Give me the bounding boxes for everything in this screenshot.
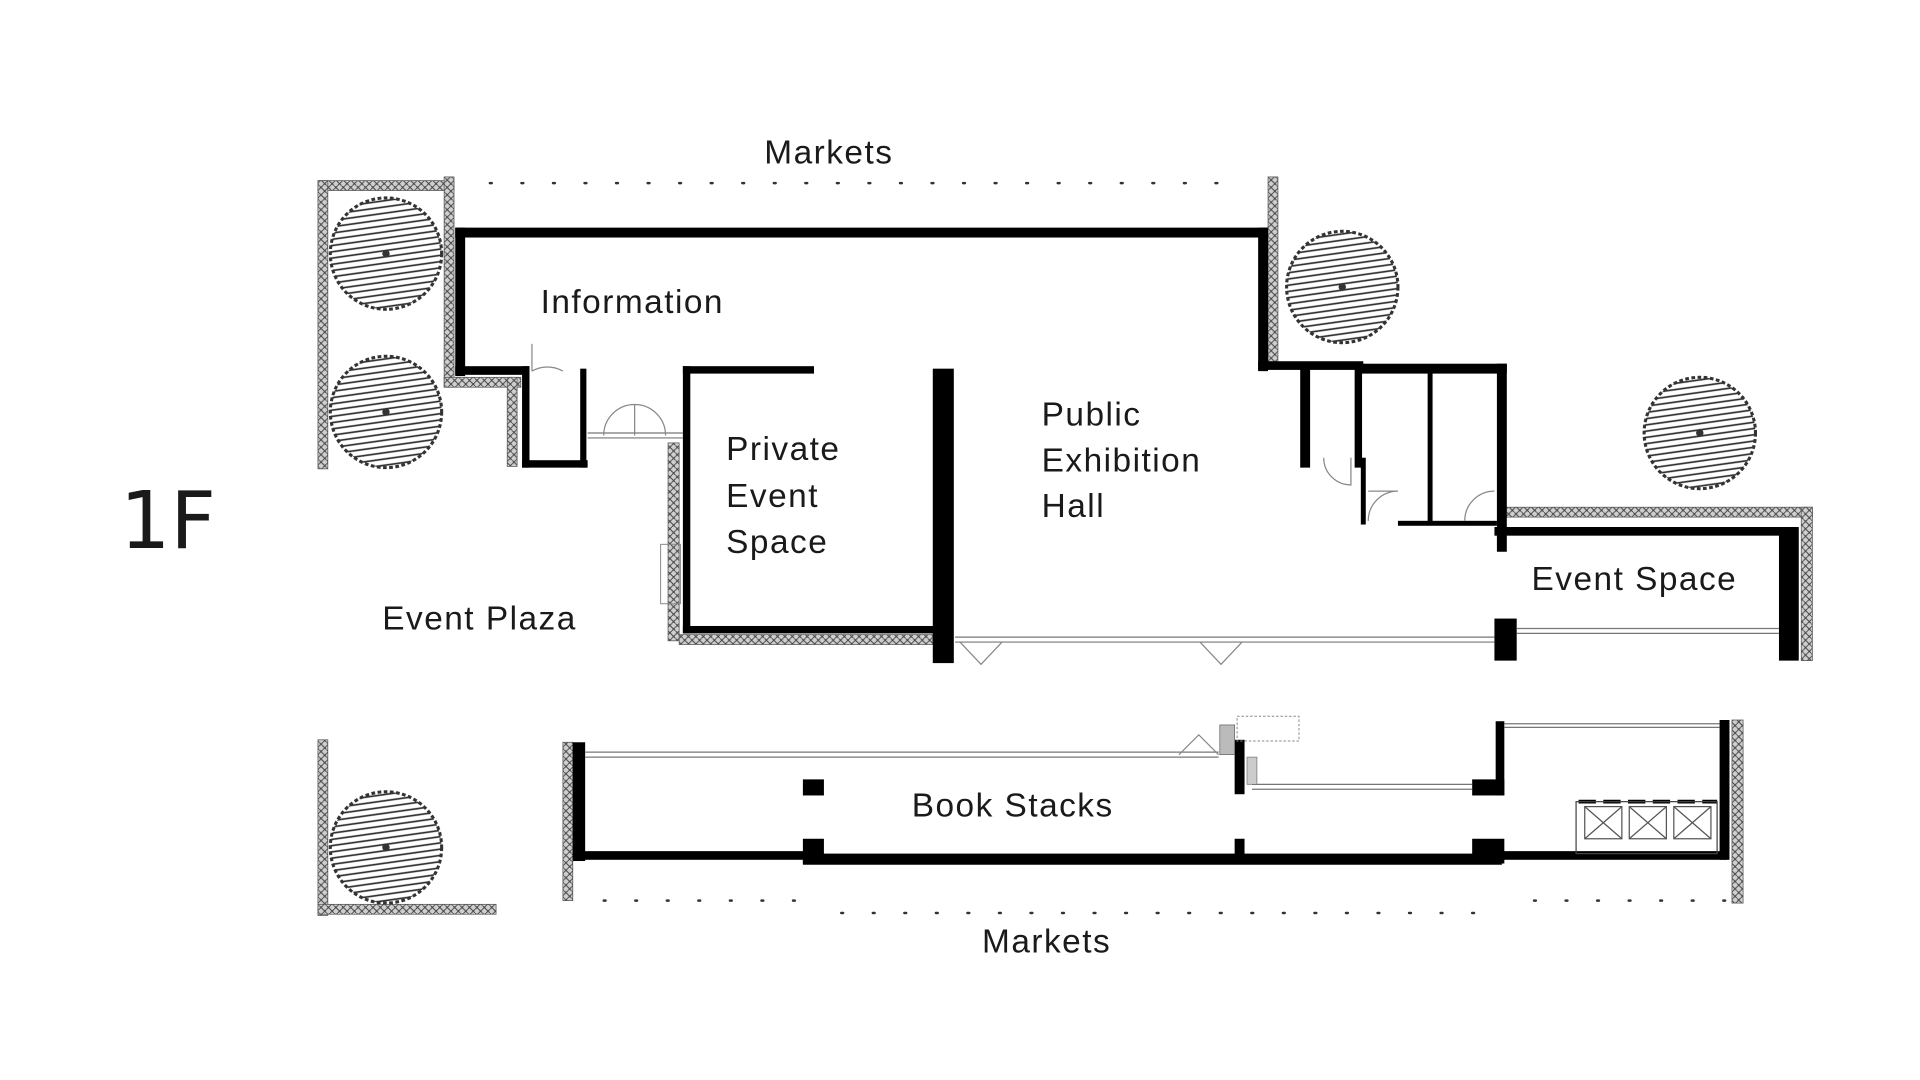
label-private-event-space-3: Space bbox=[726, 524, 828, 561]
book-stacks-building bbox=[572, 715, 1730, 865]
floor-label: 1F bbox=[120, 475, 216, 567]
label-event-space: Event Space bbox=[1532, 561, 1738, 598]
glazing-and-doors bbox=[531, 343, 1779, 666]
hedges bbox=[317, 176, 1813, 916]
label-event-plaza: Event Plaza bbox=[382, 601, 577, 638]
label-markets-top: Markets bbox=[764, 134, 893, 171]
label-public-hall-2: Exhibition bbox=[1042, 442, 1202, 479]
tree-icon bbox=[328, 354, 444, 470]
main-building-walls bbox=[455, 227, 1799, 664]
label-book-stacks: Book Stacks bbox=[912, 787, 1114, 824]
label-public-hall-3: Hall bbox=[1042, 488, 1105, 525]
label-markets-bottom: Markets bbox=[982, 924, 1111, 961]
tree-icon bbox=[1285, 229, 1400, 345]
label-private-event-space-1: Private bbox=[726, 431, 840, 468]
tree-icon bbox=[1642, 375, 1758, 491]
tree-icon bbox=[328, 196, 444, 311]
label-information: Information bbox=[541, 284, 724, 321]
label-private-event-space-2: Event bbox=[726, 478, 819, 515]
label-public-hall-1: Public bbox=[1042, 397, 1142, 434]
tree-icon bbox=[328, 790, 444, 905]
